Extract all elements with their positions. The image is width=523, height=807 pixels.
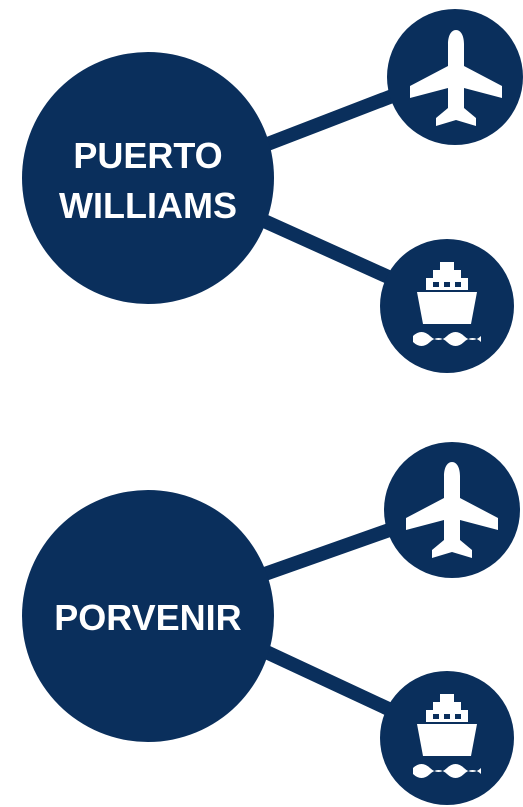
city-label-line2: WILLIAMS [59,185,237,226]
city-node [22,52,274,304]
city-label-line1: PORVENIR [54,597,241,638]
city-label-line1: PUERTO [73,135,222,176]
city-node [22,490,274,742]
connector-line [262,86,403,152]
connector-line [259,521,398,582]
group-puerto-williams: PUERTO WILLIAMS [22,9,523,373]
group-porvenir: PORVENIR [22,442,520,805]
connector-line [259,643,398,719]
connector-line [259,213,398,287]
